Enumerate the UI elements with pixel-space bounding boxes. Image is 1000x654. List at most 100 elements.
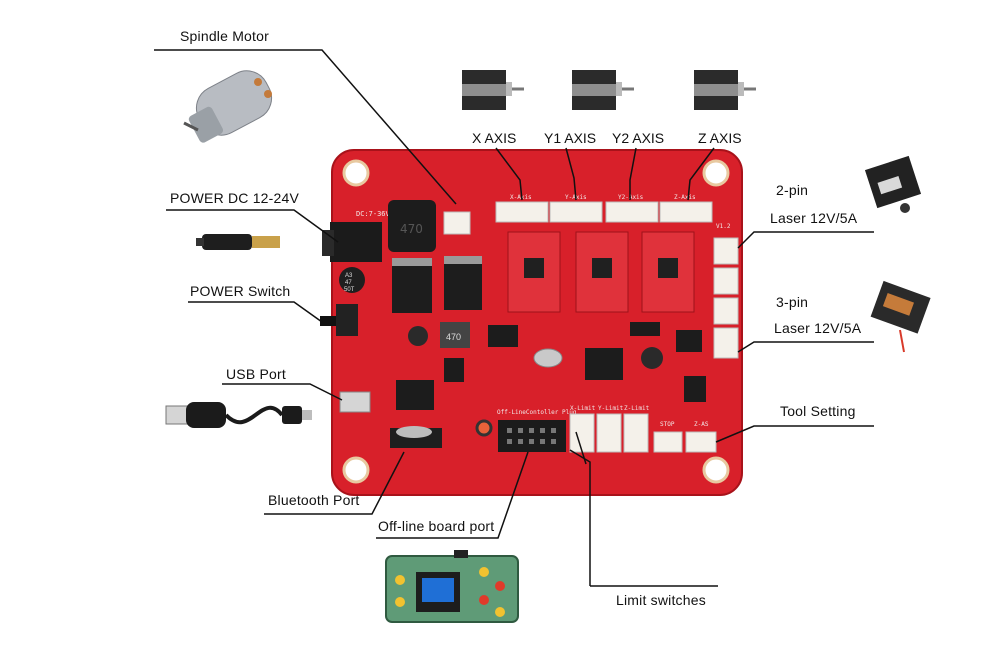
power-switch-lever [320, 316, 336, 326]
label-offline-board-port: Off-line board port [378, 518, 495, 534]
leader-spindle [154, 49, 457, 205]
limit-connectors: X-Limit Y-Limit Z-Limit [569, 405, 650, 453]
reset-button [475, 419, 493, 437]
leader-usb [222, 383, 343, 401]
leader-tool-setting [715, 425, 874, 443]
silk-x-limit: X-Limit [570, 405, 596, 412]
label-y1-axis: Y1 AXIS [544, 130, 597, 146]
small-inductor-marking: 470 [446, 332, 461, 342]
silk-y-limit: Y-Limit [598, 405, 624, 412]
capacitor-470uf [339, 267, 365, 293]
label-tool-setting: Tool Setting [780, 403, 856, 419]
z-axis-connector [659, 201, 713, 223]
capacitor-small-1 [408, 326, 428, 346]
leader-laser-3pin [737, 341, 874, 353]
silk-z-tool: Z-AS [694, 421, 709, 428]
leader-laser-2pin [737, 231, 874, 249]
label-laser-2pin: Laser 12V/5A [770, 210, 858, 226]
regulator-ic-2 [444, 264, 482, 310]
stop-connector [653, 431, 683, 453]
regulator-ic-1 [392, 265, 432, 313]
chip-small-2 [488, 325, 518, 347]
mounting-holes [342, 159, 730, 484]
silk-y2-axis: Y2-Axis [618, 194, 644, 201]
laser-module-3pin [870, 280, 931, 353]
label-2pin: 2-pin [776, 182, 809, 198]
crystal [533, 348, 563, 368]
stepper-motor-x [462, 70, 524, 110]
usb-port [339, 391, 371, 413]
stepper-drivers [507, 231, 695, 313]
jumper-header-1 [630, 322, 660, 336]
driver-chip-z [658, 258, 678, 278]
offline-plug-pins [507, 428, 556, 444]
regulator-tab-2 [444, 256, 482, 264]
mounting-hole-tl [342, 159, 370, 187]
mounting-hole-tr [702, 159, 730, 187]
stepper-motor-y2 [694, 70, 756, 110]
x-limit-connector [569, 413, 595, 453]
spindle-connector [443, 211, 471, 235]
label-z-axis: Z AXIS [698, 130, 742, 146]
label-power-dc: POWER DC 12-24V [170, 190, 300, 206]
mounting-hole-br [702, 456, 730, 484]
power-switch-body [336, 304, 358, 336]
label-bluetooth-port: Bluetooth Port [268, 492, 360, 508]
usb-cable-illustration [165, 402, 312, 428]
spindle-motor-illustration [183, 70, 273, 143]
label-x-axis: X AXIS [472, 130, 517, 146]
jumper-header-2 [684, 376, 706, 402]
label-laser-3pin: Laser 12V/5A [774, 320, 862, 336]
mcu-chip [585, 348, 623, 380]
x-axis-connector [495, 201, 549, 223]
leader-limit-2 [575, 431, 587, 465]
label-spindle-motor: Spindle Motor [180, 28, 269, 44]
dc-jack [330, 222, 382, 262]
dc-plug-illustration [196, 234, 280, 250]
leader-bluetooth [264, 451, 405, 515]
y-axis-connector [549, 201, 603, 223]
label-usb-port: USB Port [226, 366, 286, 382]
silk-stop: STOP [660, 421, 675, 428]
leader-limit-1 [569, 449, 591, 586]
label-3pin: 3-pin [776, 294, 809, 310]
pcb-board: DC:7-36V 470 A3 47 50T 470 [320, 149, 743, 496]
silk-offline-header: Off-LineContoller Plug [497, 409, 577, 416]
driver-chip-y [592, 258, 612, 278]
offline-controller-illustration [385, 550, 519, 623]
laser-3pin-connector [713, 327, 739, 359]
leader-offline [376, 451, 529, 539]
capacitor-marking-1: A3 [345, 273, 353, 279]
bluetooth-crystal [396, 426, 432, 438]
chip-small-1 [444, 358, 464, 382]
leader-y1-axis [565, 147, 577, 201]
leader-lines [154, 49, 874, 587]
laser-2pin-connector [713, 237, 739, 265]
stepper-motor-y1 [572, 70, 634, 110]
laser-module-2pin [864, 155, 922, 213]
leader-y2-axis [629, 147, 637, 200]
driver-chip-x [524, 258, 544, 278]
small-inductor [440, 322, 470, 348]
silk-version: V1.2 [716, 223, 731, 230]
label-limit-switches: Limit switches [616, 592, 706, 608]
mosfet [676, 330, 702, 352]
y-limit-connector [596, 413, 622, 453]
power-inductor [388, 200, 436, 252]
capacitor-marking-2: 47 [345, 280, 352, 286]
axis-connectors: X-Axis Y-Axis Y2-Axis Z-Axis V1.2 [495, 194, 731, 230]
silk-z-limit: Z-Limit [624, 405, 650, 412]
capacitor-small-2 [641, 347, 663, 369]
connector-right-2 [713, 267, 739, 295]
label-y2-axis: Y2 AXIS [612, 130, 665, 146]
leader-z-axis [687, 147, 715, 201]
usb-serial-chip [396, 380, 434, 410]
capacitor-marking-3: 50T [344, 287, 355, 293]
silk-z-axis: Z-Axis [674, 194, 696, 201]
silk-dc-input: DC:7-36V [356, 210, 391, 218]
leader-x-axis [495, 147, 523, 201]
mounting-hole-bl [342, 456, 370, 484]
label-power-switch: POWER Switch [190, 283, 291, 299]
